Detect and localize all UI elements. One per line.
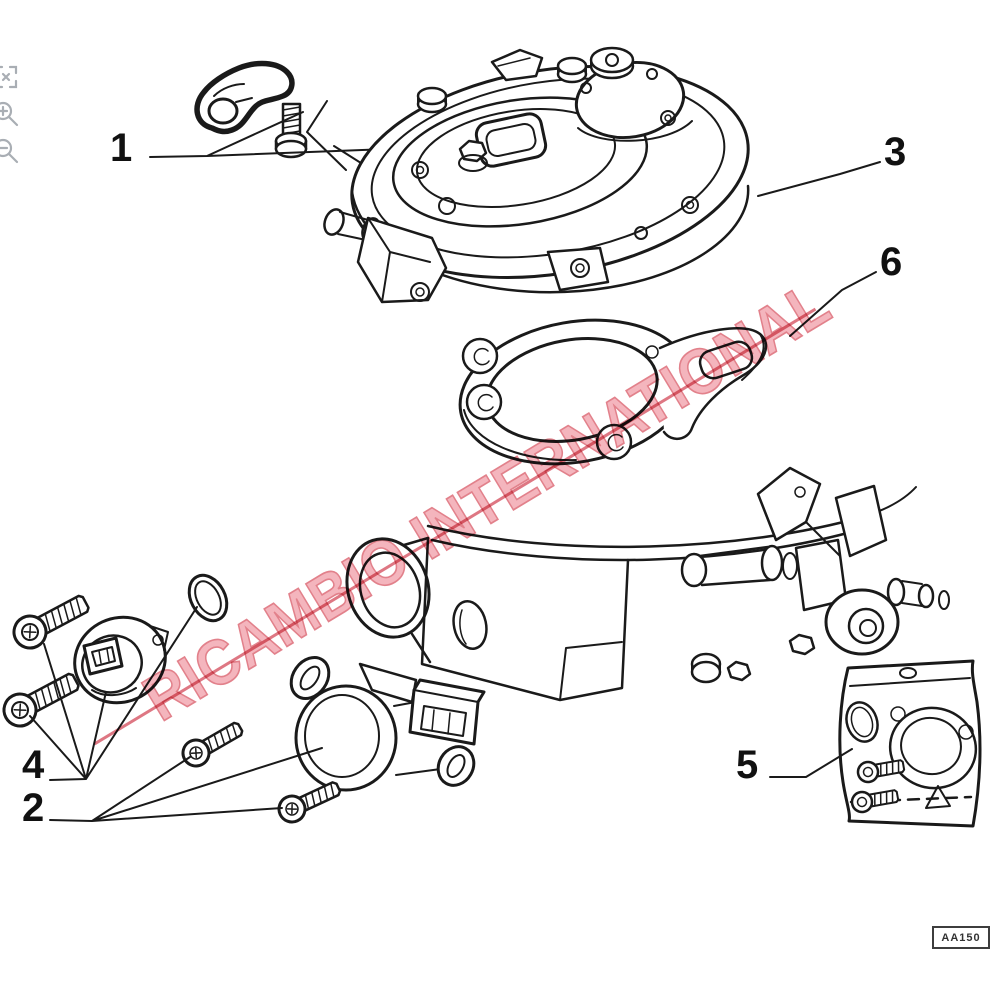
callout-3: 3 bbox=[884, 130, 907, 174]
callout-2-leader bbox=[49, 747, 323, 822]
pan-head-screw bbox=[181, 721, 244, 768]
callout-6-leader bbox=[789, 271, 877, 337]
viewer-toolbar bbox=[0, 62, 21, 166]
cable-clamp-lever bbox=[194, 60, 295, 135]
throttle-body-base bbox=[345, 466, 950, 702]
pan-head-screw bbox=[277, 781, 342, 824]
callout-2: 2 bbox=[22, 786, 45, 830]
callout-3-leader bbox=[757, 161, 881, 197]
socket-bolt bbox=[2, 672, 80, 728]
callout-4-leader bbox=[29, 606, 198, 781]
callout-1: 1 bbox=[110, 126, 133, 170]
callout-1-leader bbox=[149, 111, 388, 158]
socket-bolt bbox=[12, 594, 90, 650]
callout-6: 6 bbox=[880, 240, 903, 284]
o-ring bbox=[187, 573, 229, 623]
callout-5: 5 bbox=[736, 743, 759, 787]
service-kit-bag bbox=[838, 659, 982, 828]
throttle-position-sensor bbox=[289, 656, 486, 792]
callout-5-leader bbox=[769, 748, 853, 778]
clamp-bolt bbox=[274, 102, 308, 159]
callout-4: 4 bbox=[22, 743, 45, 787]
zoom-out-icon[interactable] bbox=[0, 136, 21, 166]
fullscreen-icon[interactable] bbox=[0, 62, 21, 92]
gasket bbox=[458, 318, 768, 466]
table-code-badge: AA150 bbox=[932, 926, 990, 949]
zoom-in-icon[interactable] bbox=[0, 99, 21, 129]
idle-actuator-sensor bbox=[73, 615, 169, 705]
injection-unit-cover bbox=[323, 46, 750, 304]
